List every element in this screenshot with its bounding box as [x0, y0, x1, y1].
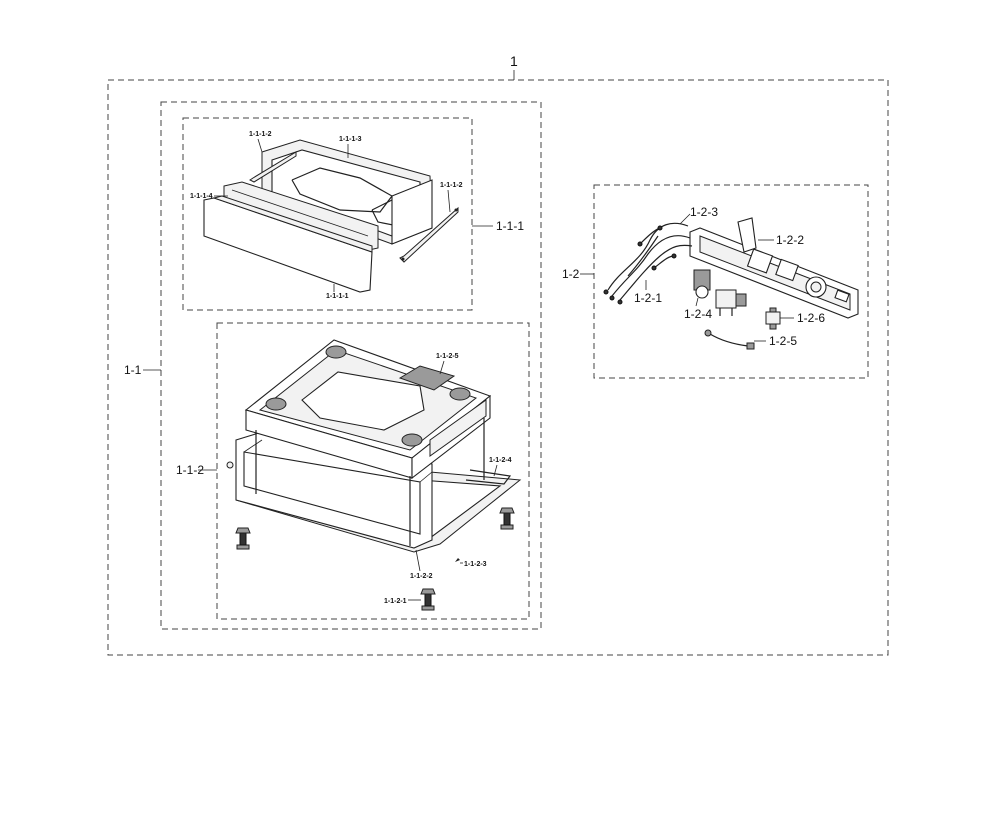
label-1-1-2-1: 1-1-2-1 [384, 598, 407, 605]
pedestal-base-drawing [226, 339, 522, 562]
leveling-foot-bottom [420, 588, 436, 611]
label-1-2-3: 1-2-3 [690, 205, 718, 219]
label-1-2-6: 1-2-6 [797, 311, 825, 325]
hose-part [704, 329, 755, 350]
leveling-foot-right [499, 507, 515, 530]
subassembly-1-1-boundary [160, 101, 542, 630]
assembly-1-boundary [107, 79, 889, 656]
label-1-1-1-1: 1-1-1-1 [326, 293, 349, 300]
label-1-1-2-5: 1-1-2-5 [436, 353, 459, 360]
label-1-1-2-4: 1-1-2-4 [489, 457, 512, 464]
screw-part [455, 558, 460, 562]
subassembly-1-1-2-boundary [216, 322, 530, 620]
wire-harness-part [603, 222, 693, 305]
base-rail-part [465, 469, 512, 485]
subassembly-1-2-boundary [593, 184, 869, 379]
label-1-2-4: 1-2-4 [684, 307, 712, 321]
subassembly-1-1-1-boundary [182, 117, 473, 311]
label-1-1-1-4: 1-1-1-4 [190, 193, 213, 200]
control-assembly-drawing [603, 217, 859, 350]
label-1-2-5: 1-2-5 [769, 334, 797, 348]
label-1-2-1: 1-2-1 [634, 291, 662, 305]
label-1-1-2: 1-1-2 [176, 463, 204, 477]
leveling-foot-left [235, 527, 251, 550]
label-1-1-1-2-right: 1-1-1-2 [440, 182, 463, 189]
label-1-1-1-3: 1-1-1-3 [339, 136, 362, 143]
label-assembly-1: 1 [510, 53, 518, 69]
mounting-bracket-part [737, 217, 757, 253]
fitting-part [765, 307, 781, 330]
label-1-1-1: 1-1-1 [496, 219, 524, 233]
label-1-2-2: 1-2-2 [776, 233, 804, 247]
label-1-1-2-3: 1-1-2-3 [464, 561, 487, 568]
label-1-2: 1-2 [562, 267, 580, 281]
left-slide-rail [249, 151, 297, 183]
valve-part [693, 269, 747, 316]
label-1-1: 1-1 [124, 363, 142, 377]
label-1-1-2-2: 1-1-2-2 [410, 573, 433, 580]
right-slide-rail [399, 206, 459, 263]
label-1-1-1-2-left: 1-1-1-2 [249, 131, 272, 138]
drawer-assembly-drawing [203, 139, 459, 293]
